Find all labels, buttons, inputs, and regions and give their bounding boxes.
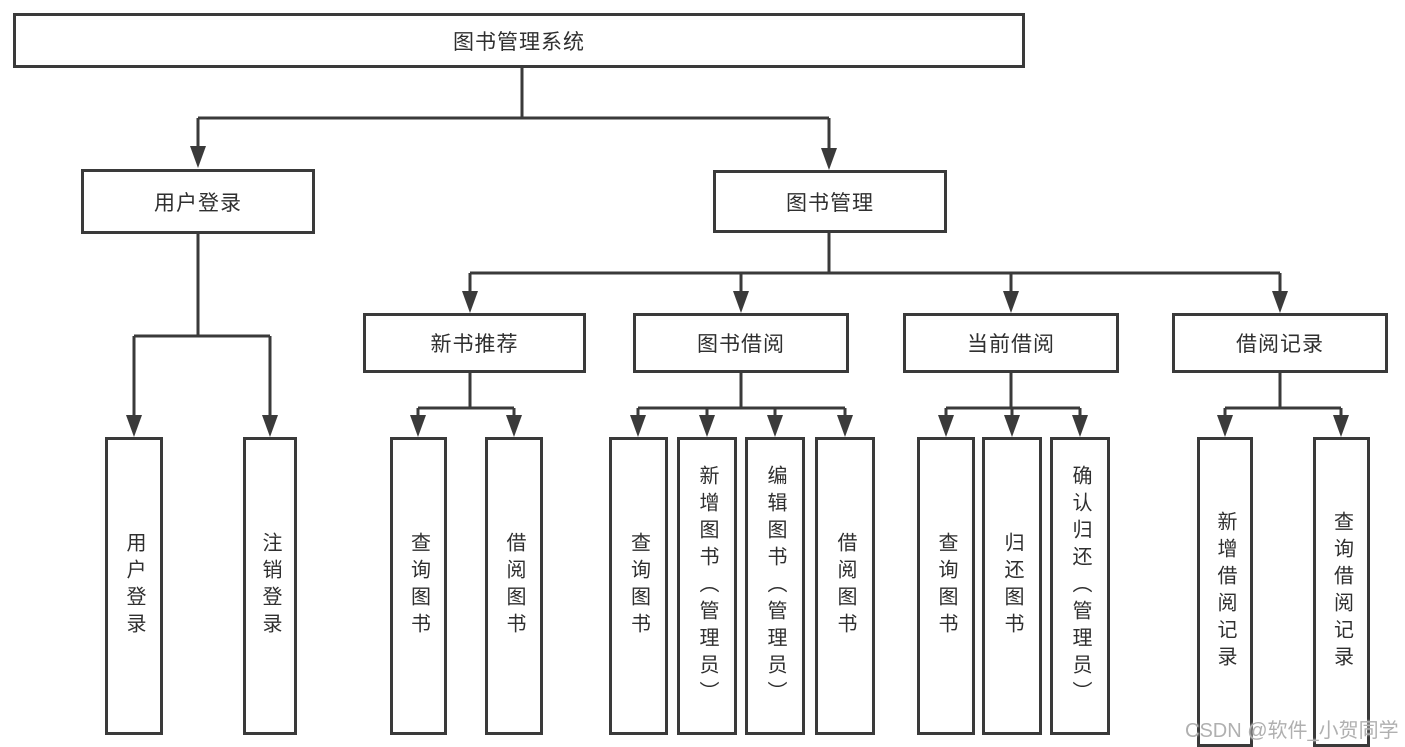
leaf-edit-books-admin: 编辑图书（管理员） (745, 437, 805, 735)
node-book-management: 图书管理 (713, 170, 947, 233)
node-new-book-recommend: 新书推荐 (363, 313, 586, 373)
leaf-logout: 注销登录 (243, 437, 297, 735)
node-root-label: 图书管理系统 (453, 30, 585, 54)
leaf-confirm-return-admin-label: 确认归还（管理员） (1069, 464, 1091, 708)
leaf-user-login-label: 用户登录 (123, 532, 145, 640)
leaf-confirm-return-admin: 确认归还（管理员） (1050, 437, 1110, 735)
leaf-borrow-books-2-label: 借阅图书 (834, 532, 856, 640)
leaf-add-borrow-record: 新增借阅记录 (1197, 437, 1253, 747)
leaf-query-books-3: 查询图书 (917, 437, 975, 735)
leaf-query-borrow-record: 查询借阅记录 (1313, 437, 1370, 747)
node-current-borrow: 当前借阅 (903, 313, 1119, 373)
leaf-query-borrow-record-label: 查询借阅记录 (1330, 511, 1353, 673)
leaf-query-books-2-label: 查询图书 (627, 532, 650, 640)
leaf-add-books-admin-label: 新增图书（管理员） (696, 464, 718, 708)
node-book-management-label: 图书管理 (786, 191, 874, 215)
leaf-query-books-1: 查询图书 (390, 437, 447, 735)
leaf-query-books-3-label: 查询图书 (935, 532, 957, 640)
node-current-borrow-label: 当前借阅 (967, 333, 1055, 356)
arrowheads (126, 146, 1349, 437)
leaf-logout-label: 注销登录 (259, 532, 281, 640)
leaf-add-borrow-record-label: 新增借阅记录 (1214, 511, 1236, 673)
leaf-borrow-books-1-label: 借阅图书 (503, 532, 525, 640)
node-borrow-record-label: 借阅记录 (1236, 333, 1324, 356)
node-root: 图书管理系统 (13, 13, 1025, 68)
leaf-edit-books-admin-label: 编辑图书（管理员） (764, 464, 786, 708)
leaf-borrow-books-2: 借阅图书 (815, 437, 875, 735)
node-book-borrow-label: 图书借阅 (697, 333, 785, 356)
node-user-login-label: 用户登录 (154, 191, 242, 215)
watermark: CSDN @软件_小贺同学 (1185, 720, 1399, 742)
leaf-return-books: 归还图书 (982, 437, 1042, 735)
leaf-query-books-2: 查询图书 (609, 437, 668, 735)
node-new-book-recommend-label: 新书推荐 (430, 333, 519, 356)
leaf-query-books-1-label: 查询图书 (407, 532, 430, 640)
leaf-user-login: 用户登录 (105, 437, 163, 735)
node-user-login: 用户登录 (81, 169, 315, 234)
leaf-return-books-label: 归还图书 (1001, 532, 1023, 640)
node-borrow-record: 借阅记录 (1172, 313, 1388, 373)
leaf-add-books-admin: 新增图书（管理员） (677, 437, 737, 735)
leaf-borrow-books-1: 借阅图书 (485, 437, 543, 735)
node-book-borrow: 图书借阅 (633, 313, 849, 373)
